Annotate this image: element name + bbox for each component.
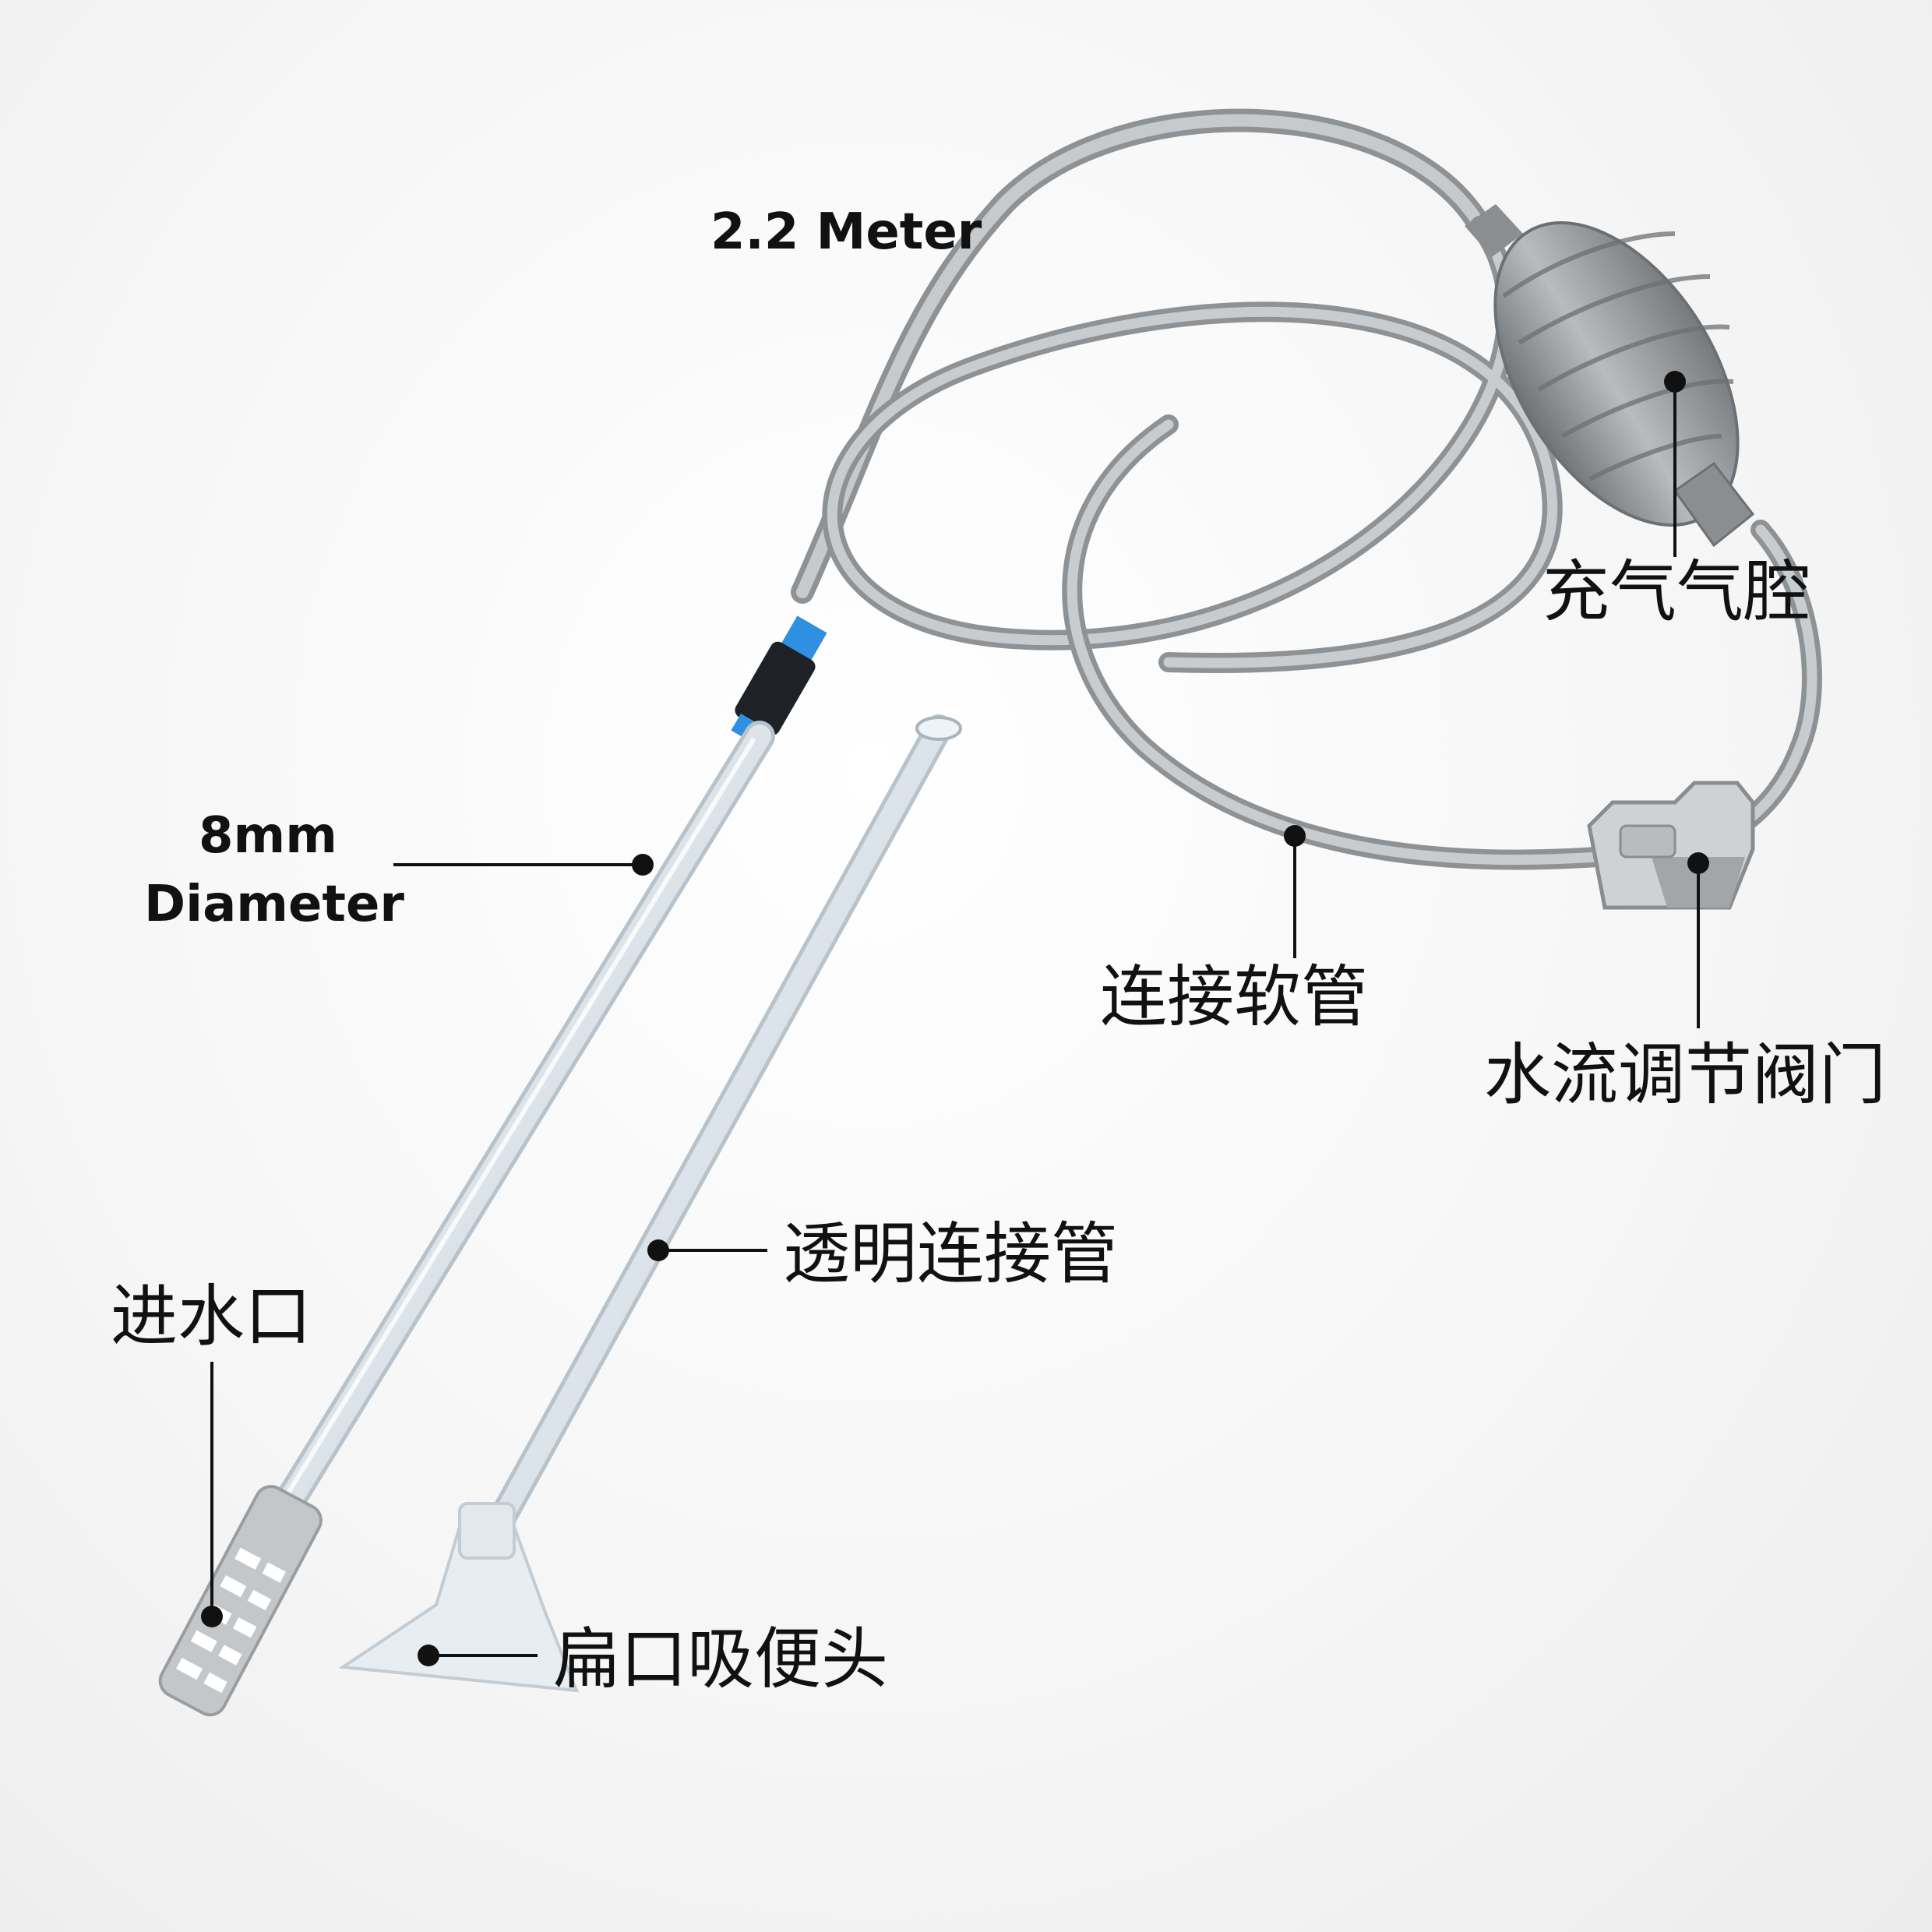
flat-head-dot <box>418 1645 439 1666</box>
inlet-strainer <box>158 1485 323 1717</box>
clear-tube-dot <box>647 1239 669 1261</box>
flat-head-label: 扁口吸便头 <box>553 1620 888 1698</box>
clear-tube-label: 透明连接管 <box>783 1215 1118 1293</box>
leader-dots <box>201 371 1709 1666</box>
hose-dot <box>1284 825 1306 847</box>
valve-dot <box>1687 852 1709 874</box>
quick-connector <box>731 615 827 748</box>
diameter-label-line1: 8mm <box>199 807 337 865</box>
squeeze-bulb <box>1465 204 1755 548</box>
length-label: 2.2 Meter <box>710 203 982 261</box>
bulb-label: 充气气腔 <box>1542 553 1810 631</box>
coiled-hose <box>791 108 1822 875</box>
clear-tube-long <box>253 721 775 1550</box>
diameter-label-line2: Diameter <box>144 876 404 933</box>
hose-label: 连接软管 <box>1100 958 1368 1036</box>
leader-lines <box>210 382 1700 1657</box>
diameter-dot <box>632 854 654 876</box>
inlet-label: 进水口 <box>111 1278 312 1356</box>
flow-valve <box>1587 781 1755 910</box>
inlet-dot <box>201 1606 223 1627</box>
flat-suction-head <box>338 1502 580 1693</box>
valve-label: 水流调节阀门 <box>1484 1036 1886 1114</box>
bulb-dot <box>1664 371 1686 393</box>
clear-tube-short <box>477 714 962 1553</box>
